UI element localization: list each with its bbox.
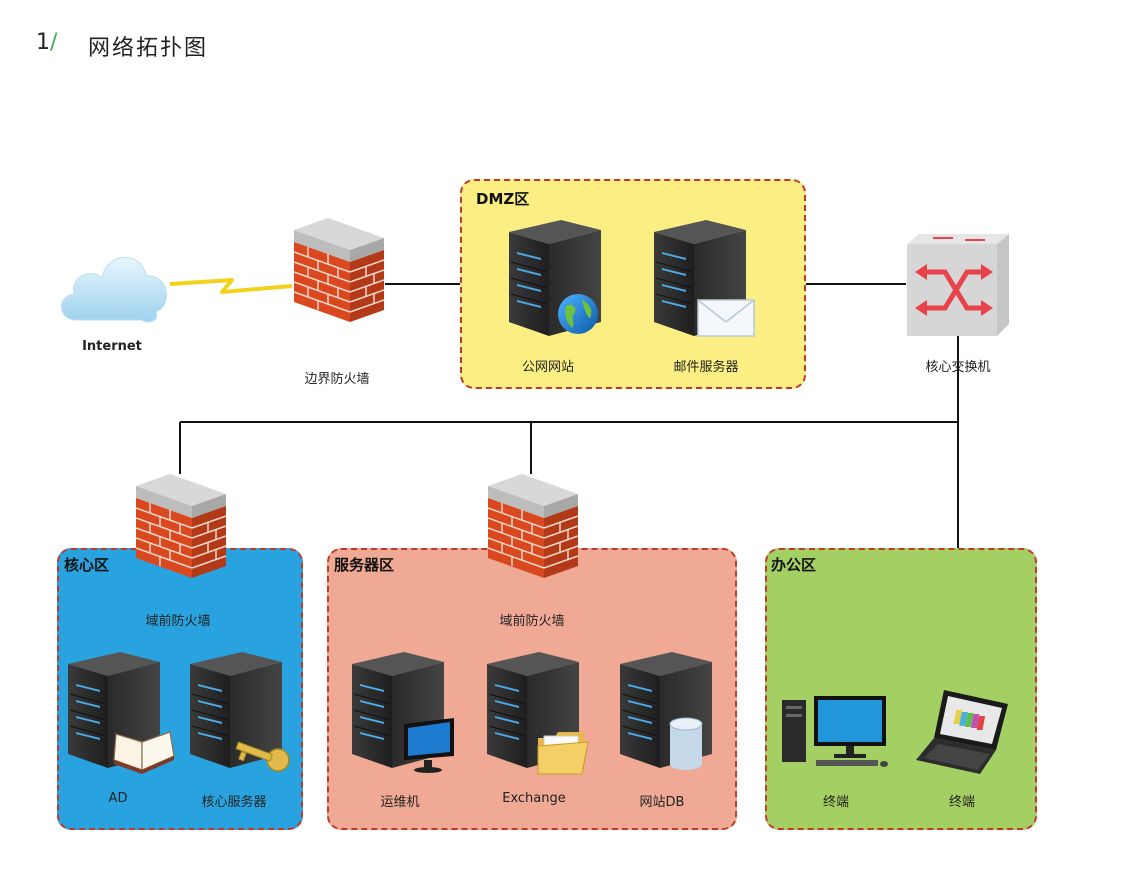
- border-firewall-label: 边界防火墙: [304, 372, 370, 387]
- envelope-icon: [697, 299, 755, 337]
- monitor-icon: [404, 718, 454, 773]
- desktop-pc-icon: [782, 696, 888, 767]
- internet-link-bolt: [169, 278, 293, 294]
- page-title: 网络拓扑图: [88, 36, 209, 61]
- zone-office-label: 办公区: [771, 556, 817, 574]
- ad-label: AD: [108, 791, 128, 806]
- zone-office: [765, 548, 1037, 830]
- terminal-pc-label: 终端: [822, 795, 849, 810]
- section-number: 1/: [36, 30, 58, 55]
- mail-server-label: 邮件服务器: [673, 360, 739, 375]
- core-domain-firewall-icon: [130, 472, 230, 582]
- server-domain-firewall-icon: [482, 472, 582, 582]
- zone-dmz-label: DMZ区: [476, 190, 530, 208]
- core-switch-label: 核心交换机: [925, 360, 991, 375]
- database-icon: [669, 717, 703, 770]
- core-switch-icon: [907, 234, 1009, 336]
- book-icon: [113, 731, 175, 774]
- laptop-icon: [916, 690, 1008, 774]
- folder-icon: [537, 732, 589, 775]
- ops-label: 运维机: [380, 795, 420, 810]
- zone-core-label: 核心区: [64, 556, 110, 574]
- exchange-label: Exchange: [502, 791, 566, 806]
- key-icon: [235, 741, 290, 772]
- terminal-laptop-label: 终端: [948, 795, 975, 810]
- core-domain-firewall-label: 域前防火墙: [145, 614, 211, 629]
- border-firewall-icon: [288, 216, 388, 326]
- server-domain-firewall-label: 域前防火墙: [499, 614, 565, 629]
- internet-cloud-icon: [61, 257, 167, 323]
- internet-label: Internet: [82, 339, 142, 354]
- core-server-label: 核心服务器: [201, 795, 267, 810]
- zone-server-label: 服务器区: [334, 556, 395, 574]
- public-site-label: 公网网站: [521, 360, 574, 375]
- globe-icon: [558, 294, 598, 334]
- site-db-label: 网站DB: [639, 795, 685, 810]
